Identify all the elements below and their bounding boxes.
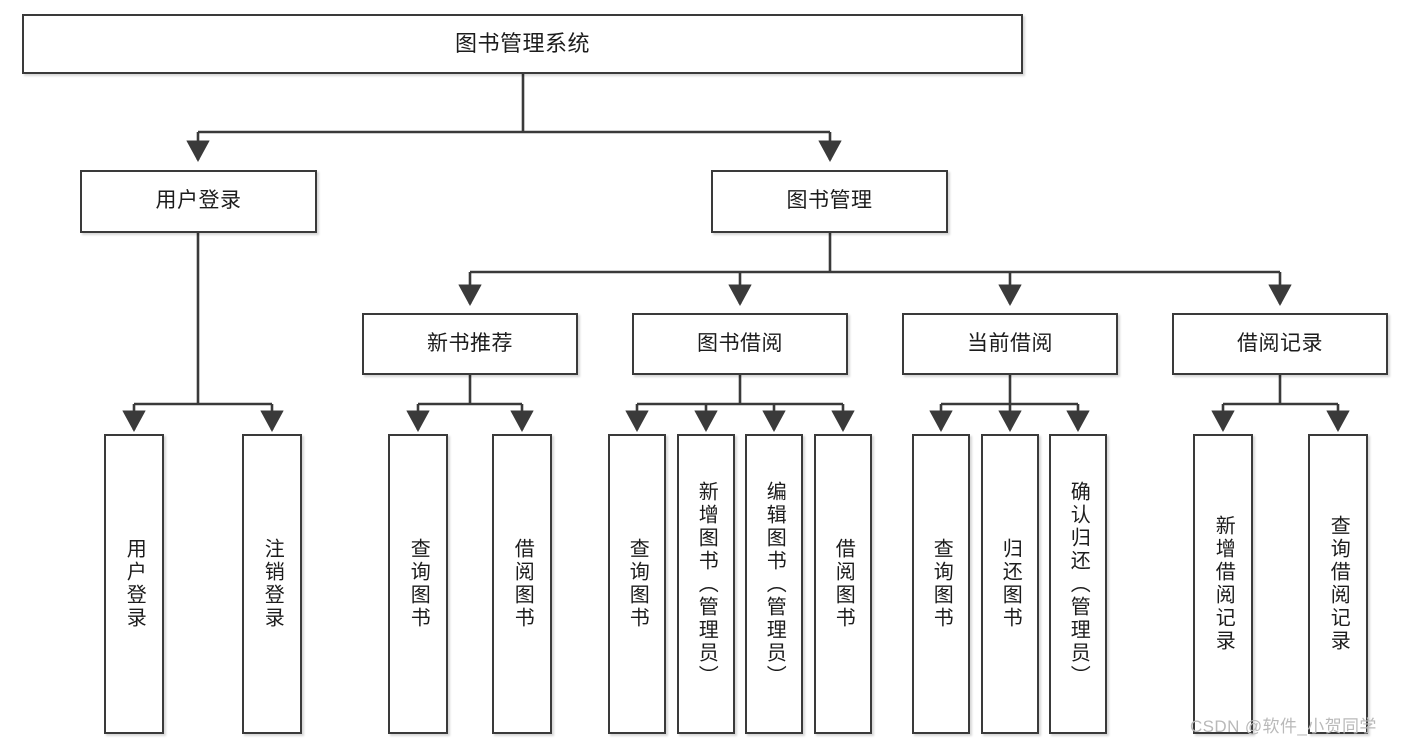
node-leaf-edit-book-admin[interactable]: 编辑图书（管理员） [745,434,803,734]
node-current-borrow[interactable]: 当前借阅 [902,313,1118,375]
node-leaf-logout[interactable]: 注销登录 [242,434,302,734]
node-leaf-borrow-book-recommend[interactable]: 借阅图书 [492,434,552,734]
node-label: 归还图书 [999,538,1022,630]
node-label: 查询图书 [407,538,430,630]
node-book-management[interactable]: 图书管理 [711,170,948,233]
node-label: 借阅记录 [1237,331,1323,355]
node-borrow-record[interactable]: 借阅记录 [1172,313,1388,375]
node-book-borrow[interactable]: 图书借阅 [632,313,848,375]
node-leaf-add-book-admin[interactable]: 新增图书（管理员） [677,434,735,734]
node-label: 查询借阅记录 [1327,515,1350,653]
node-label: 确认归还（管理员） [1067,480,1090,688]
node-leaf-query-book-borrow[interactable]: 查询图书 [608,434,666,734]
node-leaf-query-borrow-record[interactable]: 查询借阅记录 [1308,434,1368,734]
node-new-book-recommend[interactable]: 新书推荐 [362,313,578,375]
node-label: 注销登录 [261,538,284,630]
node-label: 用户登录 [155,189,242,213]
node-label: 图书管理系统 [454,31,590,57]
csdn-watermark: CSDN @软件_小贺同学 [1190,717,1377,736]
node-user-login[interactable]: 用户登录 [80,170,317,233]
node-label: 图书管理 [786,189,873,213]
node-label: 查询图书 [626,538,649,630]
node-root-system[interactable]: 图书管理系统 [22,14,1023,74]
node-leaf-add-borrow-record[interactable]: 新增借阅记录 [1193,434,1253,734]
node-label: 新增借阅记录 [1212,515,1235,653]
node-label: 新书推荐 [427,331,513,355]
node-label: 查询图书 [930,538,953,630]
node-label: 新增图书（管理员） [695,480,718,688]
node-label: 借阅图书 [832,538,855,630]
node-leaf-return-book[interactable]: 归还图书 [981,434,1039,734]
node-leaf-query-book-current[interactable]: 查询图书 [912,434,970,734]
node-label: 当前借阅 [967,331,1053,355]
node-leaf-confirm-return-admin[interactable]: 确认归还（管理员） [1049,434,1107,734]
node-label: 编辑图书（管理员） [763,480,786,688]
node-label: 借阅图书 [511,538,534,630]
node-label: 图书借阅 [697,331,783,355]
node-leaf-query-book-recommend[interactable]: 查询图书 [388,434,448,734]
node-label: 用户登录 [123,538,146,630]
node-leaf-borrow-book[interactable]: 借阅图书 [814,434,872,734]
node-leaf-user-login[interactable]: 用户登录 [104,434,164,734]
